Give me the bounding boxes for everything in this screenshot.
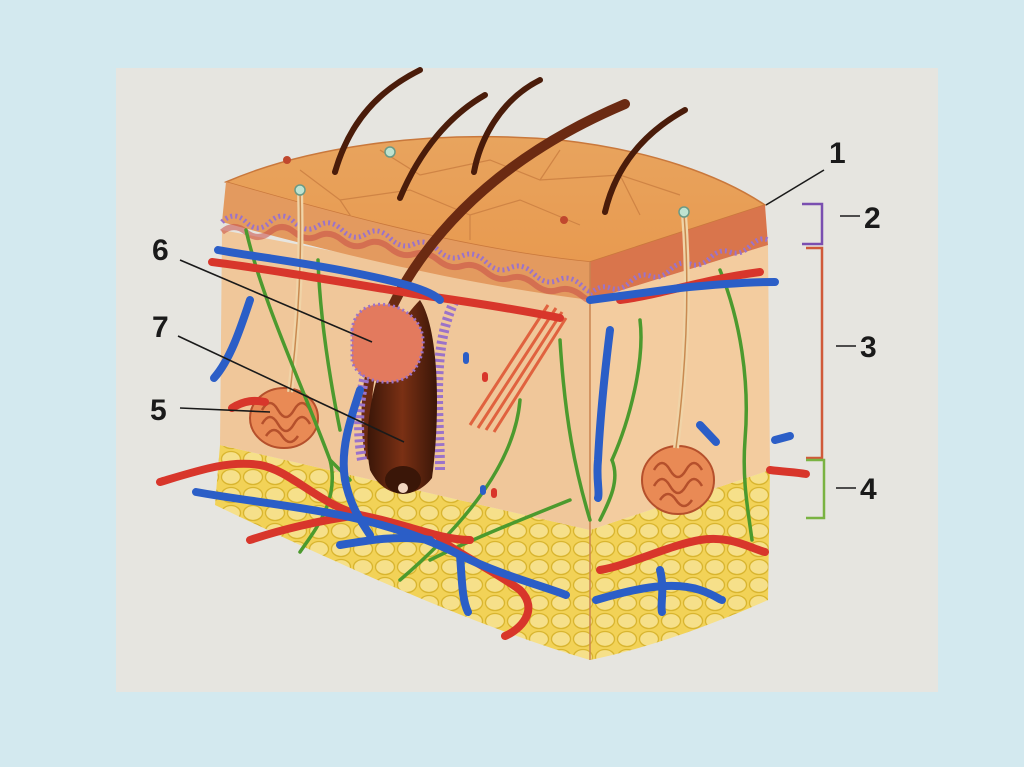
arrector-pili-muscle [468, 304, 568, 433]
basal-layer-right [588, 236, 770, 296]
pore-dot [283, 156, 291, 164]
sweat-duct-right-outline [675, 213, 688, 449]
label-3: 3 [860, 331, 877, 364]
label-6: 6 [152, 234, 169, 267]
sweat-pore [384, 146, 396, 158]
hair-shafts [332, 67, 688, 215]
basal-layer-left [220, 213, 608, 296]
pore-dot [560, 216, 568, 224]
epidermis-left [222, 182, 590, 300]
label-2: 2 [864, 202, 881, 235]
sebaceous-gland [350, 302, 425, 384]
sweat-gland-right [641, 445, 715, 515]
label-4: 4 [860, 473, 877, 506]
bracket-dermis [806, 246, 824, 460]
sweat-pore [294, 184, 306, 196]
leader-lines [177, 169, 860, 489]
label-5: 5 [150, 394, 167, 427]
label-1: 1 [829, 137, 846, 170]
label-7: 7 [152, 311, 169, 344]
vessel-sections [463, 352, 497, 498]
bracket-hypodermis [806, 458, 826, 520]
hypodermis-left [215, 445, 590, 660]
sweat-pore [678, 206, 690, 218]
bracket-epidermis [802, 202, 824, 246]
hypodermis-right [590, 470, 770, 660]
veins [192, 246, 794, 616]
skin-surface-top [223, 135, 767, 263]
